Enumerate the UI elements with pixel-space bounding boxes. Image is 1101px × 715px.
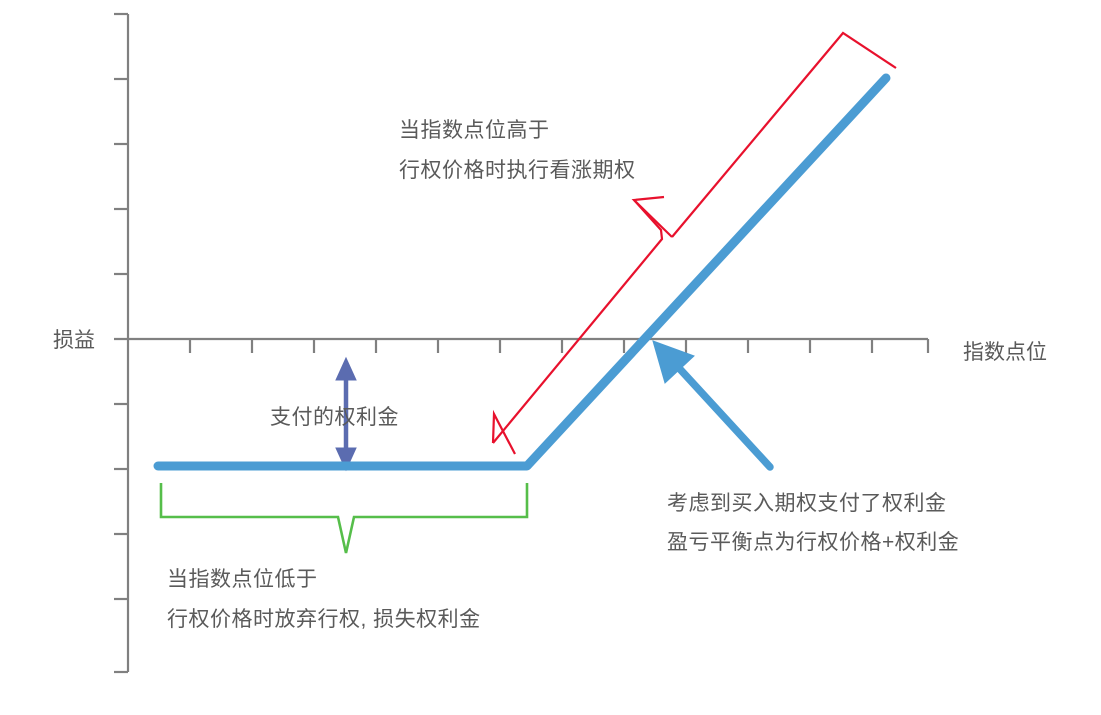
- abandon-text-line1: 当指数点位低于: [167, 568, 318, 591]
- call-exercise-text-line1: 当指数点位高于: [399, 119, 550, 142]
- premium-arrow-down-head: [335, 447, 357, 472]
- payoff-line: [153, 73, 891, 471]
- breakeven-text-line1: 考虑到买入期权支付了权利金: [667, 492, 947, 515]
- y-axis-ticks: [114, 12, 128, 674]
- abandon-text-line2: 行权价格时放弃行权, 损失权利金: [167, 608, 481, 631]
- axes-group: [114, 12, 930, 674]
- x-axis-label: 指数点位: [963, 341, 1047, 364]
- y-axis-label: 损益: [53, 329, 95, 352]
- premium-double-arrow: [335, 356, 357, 472]
- premium-arrow-up-head: [335, 356, 357, 381]
- premium-paid-label: 支付的权利金: [270, 406, 399, 429]
- breakeven-arrow-head: [652, 340, 695, 384]
- call-exercise-text-line2: 行权价格时执行看涨期权: [399, 159, 636, 182]
- breakeven-text-line2: 盈亏平衡点为行权价格+权利金: [667, 531, 959, 554]
- breakeven-arrow: [652, 340, 774, 471]
- call-exercise-bracket: [491, 31, 897, 455]
- abandon-bracket: [159, 483, 529, 554]
- x-axis-ticks: [188, 339, 930, 353]
